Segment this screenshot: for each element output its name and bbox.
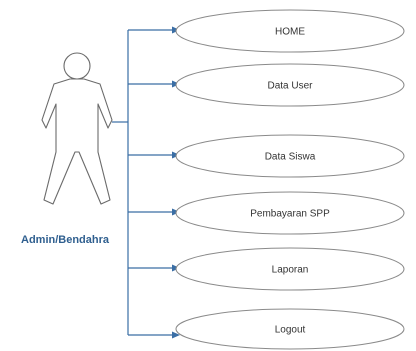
arrowhead-logout <box>172 331 180 339</box>
actor-body-outline <box>41 78 113 205</box>
use-case-label: Data Siswa <box>265 152 316 163</box>
use-case-ellipse <box>175 191 405 235</box>
use-case-ellipse <box>175 134 405 178</box>
use-case-ellipse <box>175 9 405 53</box>
actor-head <box>63 52 91 80</box>
use-case-laporan: Laporan <box>175 247 405 291</box>
use-case-ellipse <box>175 308 405 350</box>
use-case-data-siswa: Data Siswa <box>175 134 405 178</box>
use-case-label: HOME <box>275 27 305 38</box>
use-case-logout: Logout <box>175 308 405 350</box>
use-case-ellipse <box>175 247 405 291</box>
use-case-ellipse <box>175 63 405 107</box>
use-case-data-user: Data User <box>175 63 405 107</box>
use-case-label: Laporan <box>272 265 309 276</box>
actor-label: Admin/Bendahra <box>21 234 110 246</box>
use-case-label: Data User <box>267 81 313 92</box>
connectors <box>112 26 180 339</box>
use-case-label: Logout <box>275 325 306 336</box>
use-case-label: Pembayaran SPP <box>250 209 330 220</box>
use-case-pembayaran-spp: Pembayaran SPP <box>175 191 405 235</box>
use-case-home: HOME <box>175 9 405 53</box>
actor-figure <box>41 52 113 205</box>
